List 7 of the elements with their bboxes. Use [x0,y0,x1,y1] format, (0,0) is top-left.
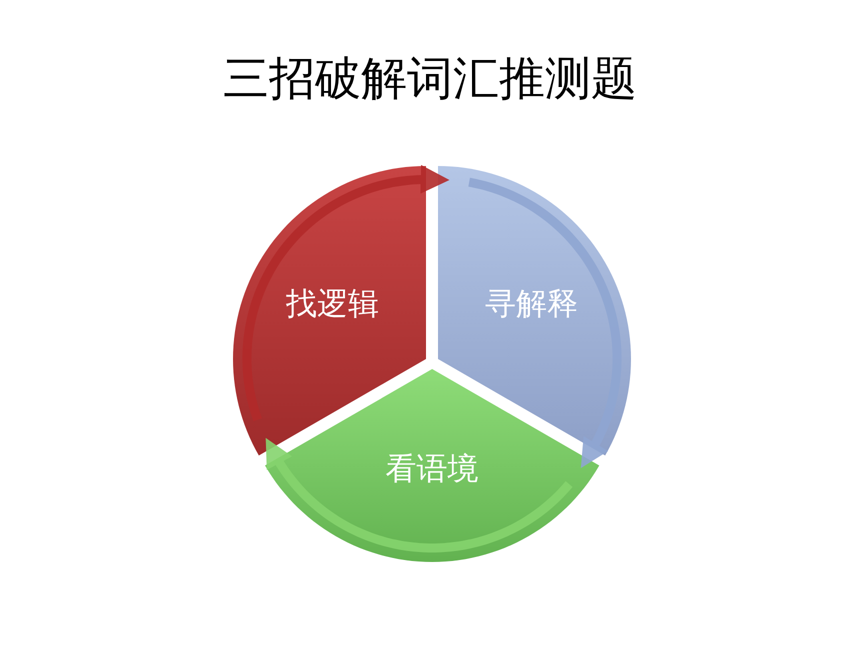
title: 三招破解词汇推测题 [222,50,638,107]
segment-label: 找逻辑 [286,285,379,324]
segment-label: 看语境 [385,450,478,490]
segment-label: 寻解释 [485,285,578,324]
cycle-arrow [468,178,622,468]
cycle-arrow [242,164,450,422]
cycle-arrow [266,438,573,552]
